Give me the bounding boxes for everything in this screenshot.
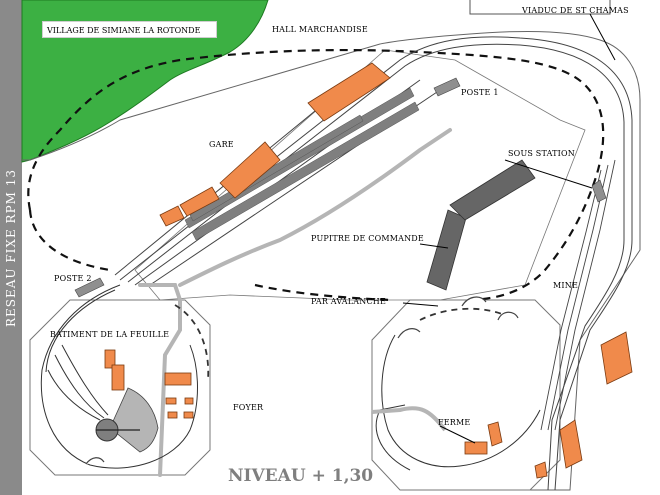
tunnel-route	[27, 48, 605, 302]
viaduc-frame	[469, 0, 611, 15]
right-loop	[375, 334, 541, 471]
hall-label: HALL MARCHANDISE	[272, 25, 368, 34]
village-label: VILLAGE DE SIMIANE LA ROTONDE	[42, 21, 217, 38]
signal-boxes	[74, 77, 607, 298]
baseboard-outline	[22, 31, 641, 491]
mine-road	[371, 406, 447, 432]
side-banner: RESEAU FIXE RPM 13	[0, 0, 22, 495]
station-platforms	[184, 87, 420, 241]
left-board	[29, 299, 211, 476]
tunnel-portals	[85, 296, 519, 465]
viaduc-label: VIADUC DE ST CHAMAS	[522, 6, 629, 15]
buildings	[104, 62, 633, 479]
mine-tracks	[540, 159, 616, 431]
right-board	[371, 299, 561, 491]
leader-lines	[402, 13, 616, 444]
service-road	[138, 128, 452, 477]
level-caption: NIVEAU + 1,30	[228, 466, 374, 486]
village-forest	[21, 0, 269, 163]
avalanche-label: PAR AVALANCHE	[311, 297, 387, 306]
batiment-label: BATIMENT DE LA FEUILLE	[50, 330, 170, 339]
tunnel-left	[28, 209, 111, 272]
poste1-label: POSTE 1	[461, 88, 499, 97]
gare-label: GARE	[209, 140, 234, 149]
control-desk	[426, 159, 536, 291]
ferme-label: FERME	[438, 418, 471, 427]
left-loop	[40, 284, 198, 469]
foyer-label: FOYER	[233, 403, 264, 412]
left-loop-dash	[174, 304, 210, 381]
turntable	[95, 387, 159, 453]
poste2-label: POSTE 2	[54, 274, 92, 283]
pupitre-label: PUPITRE DE COMMANDE	[311, 234, 424, 243]
sous-station-label: SOUS STATION	[508, 149, 575, 158]
mine-label: MINE	[553, 281, 578, 290]
